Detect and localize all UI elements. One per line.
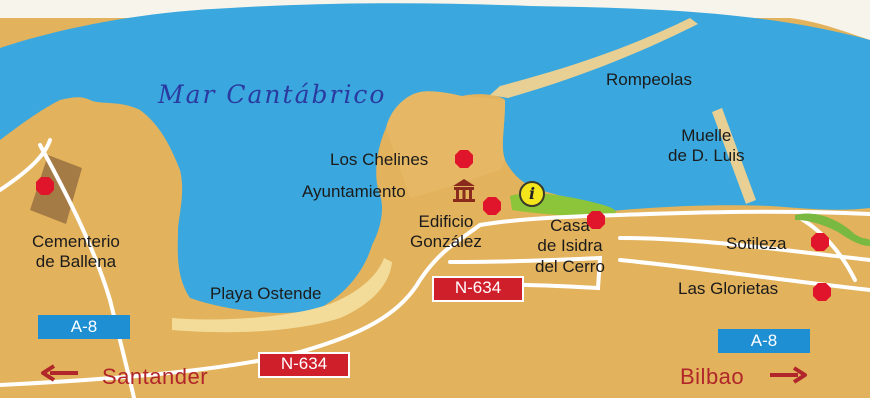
road-inner bbox=[448, 255, 603, 291]
red-octagon-icon[interactable] bbox=[36, 177, 54, 195]
info-icon[interactable]: i bbox=[519, 181, 545, 207]
santander-label: Santander bbox=[102, 364, 209, 389]
town-hall-icon[interactable] bbox=[452, 178, 476, 202]
arrow-right-icon bbox=[770, 366, 807, 384]
a8-east-badge: A-8 bbox=[718, 329, 810, 353]
a8-west-badge: A-8 bbox=[38, 315, 130, 339]
ayuntamiento-label: Ayuntamiento bbox=[302, 182, 406, 201]
red-octagon-icon[interactable] bbox=[455, 150, 473, 168]
red-octagon-icon[interactable] bbox=[587, 211, 605, 229]
rompeolas-label: Rompeolas bbox=[606, 70, 692, 89]
road-west bbox=[38, 143, 136, 398]
edificio-gonzalez-label: Edificio González bbox=[410, 212, 482, 252]
bilbao-label: Bilbao bbox=[680, 364, 745, 389]
channel-green bbox=[795, 213, 870, 246]
playa-label: Playa Ostende bbox=[210, 284, 322, 303]
road-lower bbox=[618, 258, 870, 292]
cemetery-parcel bbox=[30, 155, 82, 224]
cementerio-label: Cementerio de Ballena bbox=[32, 232, 120, 272]
peninsula bbox=[386, 91, 505, 198]
road-network bbox=[0, 138, 870, 398]
arrow-left-icon bbox=[41, 364, 78, 382]
breakwater-rompeolas bbox=[490, 18, 698, 98]
muelle-label: Muelle de D. Luis bbox=[668, 126, 745, 166]
sea-area bbox=[0, 3, 870, 313]
casa-isidra-label: Casa de Isidra del Cerro bbox=[535, 216, 605, 276]
road-east-branch bbox=[798, 216, 857, 282]
red-octagon-icon[interactable] bbox=[813, 283, 831, 301]
red-octagon-icon[interactable] bbox=[483, 197, 501, 215]
road-main bbox=[0, 209, 870, 387]
los-chelines-label: Los Chelines bbox=[330, 150, 429, 169]
las-glorietas-label: Las Glorietas bbox=[678, 279, 779, 298]
beach-ostende bbox=[172, 258, 392, 333]
sea-name-label: Mar Cantábrico bbox=[158, 80, 387, 109]
road-mid bbox=[618, 236, 870, 262]
n634-top-badge: N-634 bbox=[432, 276, 524, 302]
red-octagon-icon[interactable] bbox=[811, 233, 829, 251]
pier-muelle bbox=[712, 108, 756, 204]
road-west-branch bbox=[0, 138, 52, 192]
sotileza-label: Sotileza bbox=[726, 234, 787, 253]
n634-bottom-badge: N-634 bbox=[258, 352, 350, 378]
